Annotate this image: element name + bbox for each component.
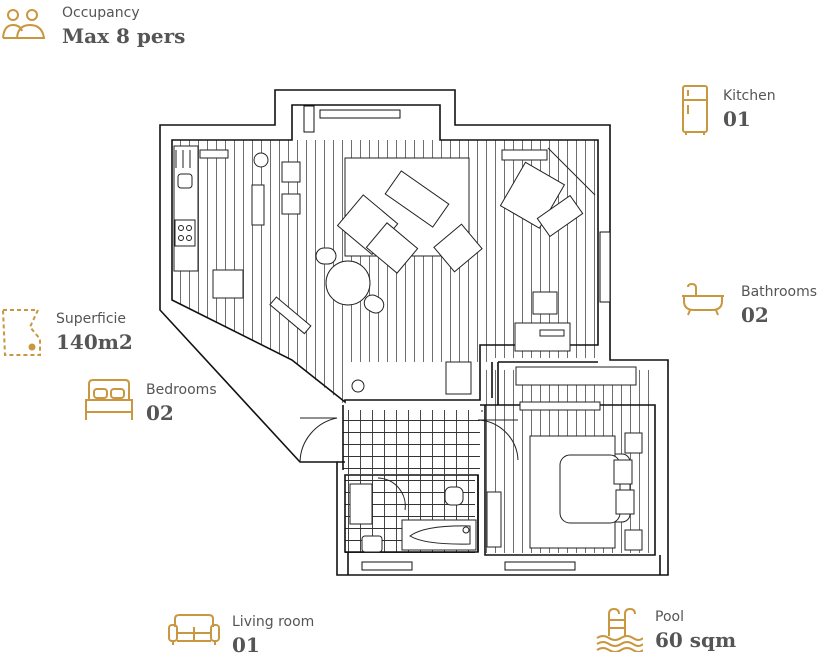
living-room-value: 01 [232, 633, 260, 657]
doors [299, 409, 519, 511]
fridge-icon [682, 85, 708, 135]
feature-pool: Pool 60 sqm [595, 606, 736, 652]
sofa-icon [168, 614, 220, 645]
kitchen-value: 01 [723, 107, 751, 131]
feature-living-room: Living room 01 [167, 613, 314, 657]
bed-icon [85, 379, 133, 420]
kitchen-area [173, 145, 301, 299]
bedrooms-label: Bedrooms [146, 382, 217, 398]
pool-value: 60 sqm [655, 628, 737, 652]
feature-kitchen: Kitchen 01 [680, 84, 776, 136]
feature-occupancy: Occupancy Max 8 pers [0, 4, 185, 48]
area-icon [1, 309, 41, 356]
occupancy-label: Occupancy [62, 5, 140, 21]
windows [303, 105, 611, 571]
bathrooms-value: 02 [741, 303, 769, 327]
walls [159, 89, 669, 576]
feature-bathrooms: Bathrooms 02 [678, 283, 817, 327]
bedrooms-value: 02 [146, 401, 174, 425]
entrance-tiles [343, 410, 480, 474]
occupancy-value: Max 8 pers [62, 24, 186, 48]
people-icon [2, 9, 46, 39]
bathtub-icon [682, 283, 724, 316]
feature-superficie: Superficie 140m2 [0, 307, 133, 359]
kitchen-label: Kitchen [723, 88, 776, 104]
dining-table [269, 247, 385, 335]
living-room-label: Living room [232, 614, 315, 630]
pool-label: Pool [655, 609, 684, 625]
superficie-value: 140m2 [56, 330, 133, 354]
bathrooms-label: Bathrooms [741, 284, 818, 300]
feature-bedrooms: Bedrooms 02 [84, 378, 217, 425]
bathroom-fixtures [349, 483, 477, 553]
pool-icon [596, 607, 643, 652]
superficie-label: Superficie [56, 311, 127, 327]
living-furniture [336, 147, 596, 395]
bedroom-furniture [486, 366, 643, 551]
